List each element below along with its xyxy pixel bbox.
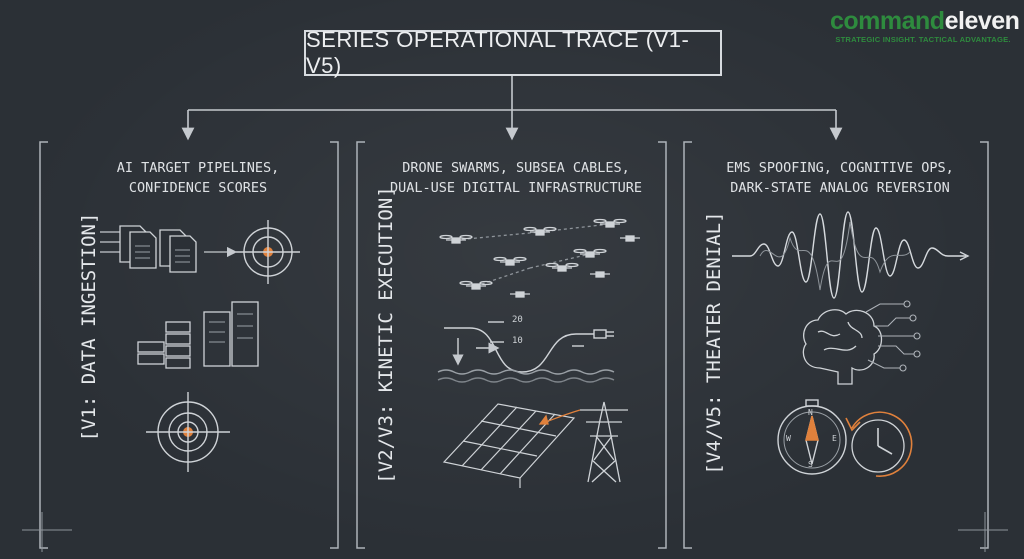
subsea-cable-icon	[437, 321, 615, 383]
power-pylon-icon	[538, 401, 628, 483]
cable-depth-label-20: 20	[512, 315, 523, 325]
cable-depth-label-10: 10	[512, 336, 523, 346]
brain-circuit-icon	[802, 300, 921, 385]
column-1-caption-line-1: AI TARGET PIPELINES,	[116, 160, 280, 176]
compass-letter-s: S	[808, 460, 813, 469]
column-2-label: [V2/V3: KINETIC EXECUTION]	[375, 186, 397, 484]
logo-wordmark: commandeleven	[830, 7, 1020, 35]
logo-word-right: eleven	[944, 7, 1020, 35]
column-3-caption-line-1: EMS SPOOFING, COGNITIVE OPS,	[726, 160, 954, 176]
logo-tagline: STRATEGIC INSIGHT. TACTICAL ADVANTAGE.	[835, 35, 1011, 44]
column-brackets	[39, 141, 989, 549]
signal-waveform-icon	[732, 211, 970, 299]
column-1-label: [V1: DATA INGESTION]	[78, 212, 100, 442]
brand-logo: commandeleven STRATEGIC INSIGHT. TACTICA…	[830, 7, 1020, 44]
logo-word-left: command	[830, 7, 945, 35]
column-3-caption: EMS SPOOFING, COGNITIVE OPS, DARK-STATE …	[702, 158, 978, 198]
clock-rewind-icon	[845, 411, 913, 477]
corner-crosshairs	[22, 512, 1008, 552]
column-2-caption: DRONE SWARMS, SUBSEA CABLES, DUAL-USE DI…	[378, 158, 654, 198]
target-reticle-icon-top	[236, 220, 300, 284]
compass-letter-e: E	[832, 434, 837, 443]
connector-tree	[181, 76, 843, 141]
document-stack-icon	[100, 225, 238, 273]
column-1-caption-line-2: CONFIDENCE SCORES	[128, 180, 268, 196]
diagram-title: SERIES OPERATIONAL TRACE (V1-V5)	[304, 27, 722, 78]
column-3-label: [V4/V5: THEATER DENIAL]	[703, 211, 725, 475]
column-3-caption-line-2: DARK-STATE ANALOG REVERSION	[730, 180, 950, 196]
solar-panel-icon	[442, 403, 576, 488]
compass-icon	[777, 399, 847, 475]
compass-letter-n: N	[808, 408, 813, 417]
column-2-caption-line-2: DUAL-USE DIGITAL INFRASTRUCTURE	[390, 180, 642, 196]
column-1-caption: AI TARGET PIPELINES, CONFIDENCE SCORES	[70, 158, 326, 198]
drone-swarm-icon	[439, 218, 640, 298]
column-2-caption-line-1: DRONE SWARMS, SUBSEA CABLES,	[402, 160, 630, 176]
target-reticle-icon-bottom	[146, 392, 230, 472]
compass-letter-w: W	[786, 434, 791, 443]
server-rack-icon	[137, 301, 259, 369]
